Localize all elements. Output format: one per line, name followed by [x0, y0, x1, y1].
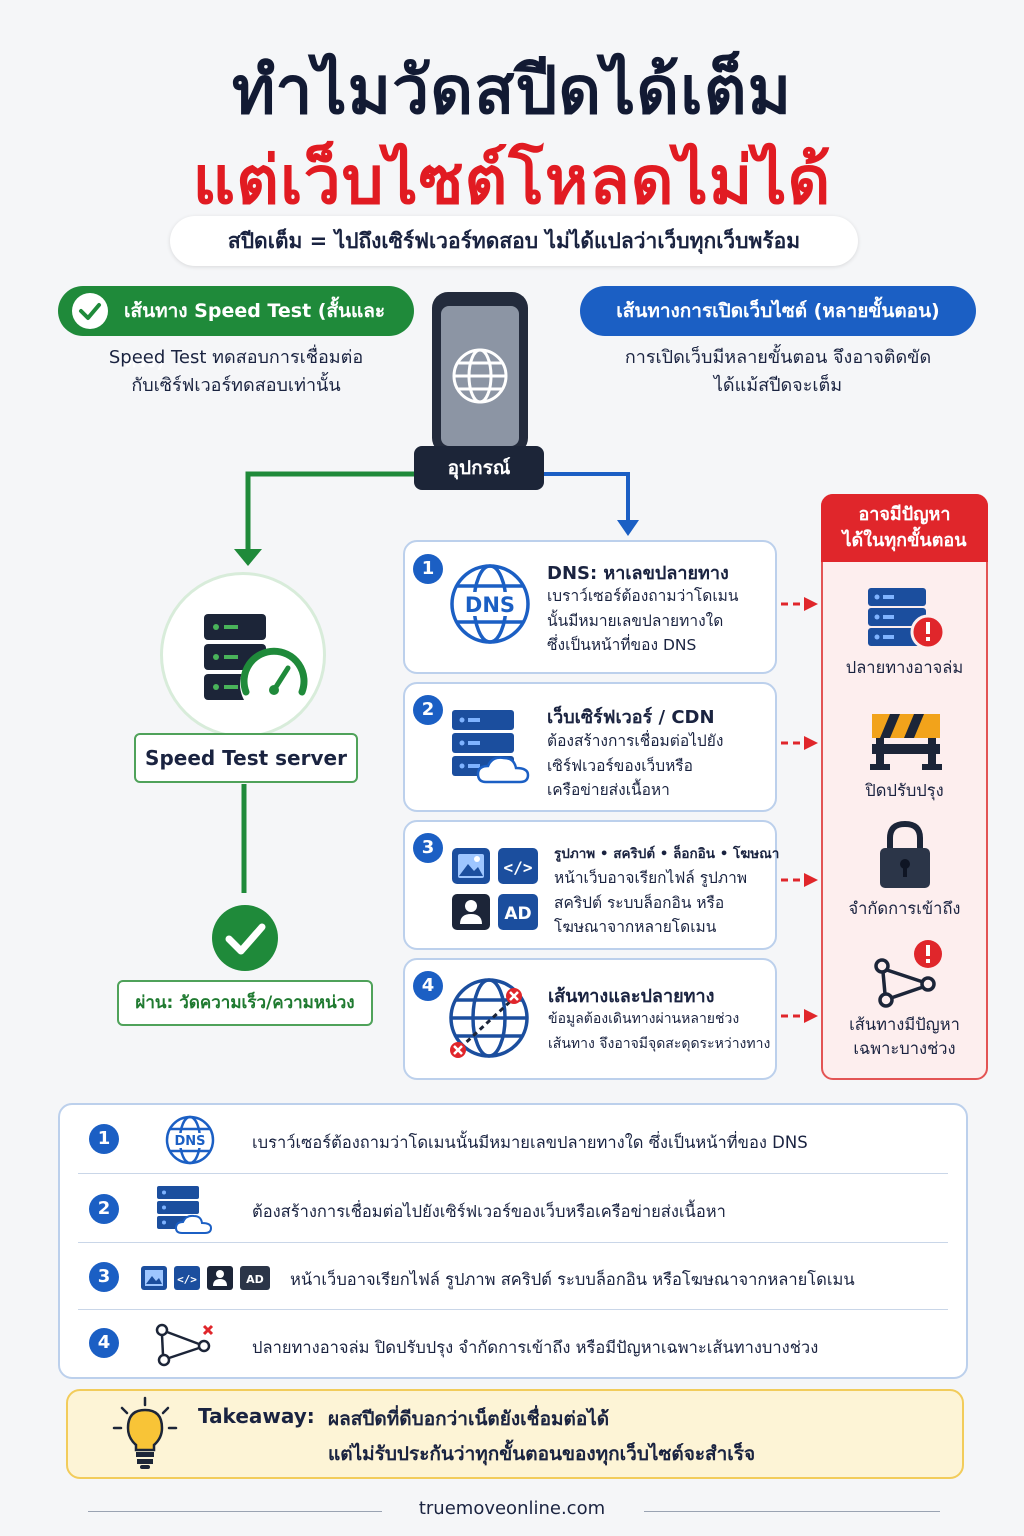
dns-globe-icon: DNS — [165, 1115, 215, 1165]
subtitle: สปีดเต็ม = ไปถึงเซิร์ฟเวอร์ทดสอบ ไม่ได้แ… — [170, 216, 858, 266]
step-title: DNS: หาเลขปลายทาง — [547, 563, 729, 584]
title-line-1: ทำไมวัดสปีดได้เต็ม — [231, 52, 793, 129]
svg-text:DNS: DNS — [174, 1134, 205, 1149]
takeaway-line-1: ผลสปีดที่ดีบอกว่าเน็ตยังเชื่อมต่อได้ — [328, 1408, 610, 1430]
lock-icon — [880, 820, 930, 888]
footer-divider — [644, 1511, 940, 1512]
summary-number: 1 — [89, 1124, 119, 1154]
pass-label: ผ่าน: วัดความเร็ว/ความหน่วง — [117, 980, 373, 1026]
summary-text: หน้าเว็บอาจเรียกไฟล์ รูปภาพ สคริปต์ ระบบ… — [290, 1270, 855, 1289]
pass-check-icon — [212, 905, 278, 971]
website-route-pill: เส้นทางการเปิดเว็บไซต์ (หลายขั้นตอน) — [580, 286, 976, 336]
summary-text: ปลายทางอาจล่ม ปิดปรับปรุง จำกัดการเข้าถึ… — [252, 1338, 819, 1357]
risk-label: เส้นทางมีปัญหาเฉพาะบางช่วง — [849, 1015, 960, 1058]
step-number: 3 — [413, 833, 443, 863]
svg-text:</>: </> — [504, 858, 533, 877]
server-cloud-icon — [157, 1186, 213, 1234]
summary-number: 2 — [89, 1194, 119, 1224]
step-title: รูปภาพ • สคริปต์ • ล็อกอิน • โฆษณา — [554, 846, 780, 862]
website-description: การเปิดเว็บมีหลายขั้นตอน จึงอาจติดขัด ได… — [624, 347, 932, 396]
summary-number: 3 — [89, 1262, 119, 1292]
step-text: เบราว์เซอร์ต้องถามว่าโดเมนนั้นมีหมายเลขป… — [547, 587, 739, 654]
speedtest-route-pill: เส้นทาง Speed Test (สั้นและตรง) — [58, 286, 414, 372]
risk-label: ปิดปรับปรุง — [865, 781, 944, 800]
svg-text:DNS: DNS — [465, 593, 515, 617]
divider — [78, 1309, 948, 1310]
takeaway-label: Takeaway: — [198, 1404, 315, 1428]
risk-label: ปลายทางอาจล่ม — [845, 658, 964, 677]
barrier-icon — [870, 714, 942, 770]
step-text: ต้องสร้างการเชื่อมต่อไปยังเซิร์ฟเวอร์ของ… — [547, 732, 724, 799]
route-globe-icon — [449, 978, 529, 1058]
device-label: อุปกรณ์ — [414, 446, 544, 490]
step-text: ข้อมูลต้องเดินทางผ่านหลายช่วงเส้นทาง จึง… — [548, 1011, 771, 1052]
svg-text:</>: </> — [177, 1273, 197, 1286]
step-number: 1 — [413, 554, 443, 584]
route-error-icon — [874, 940, 942, 1008]
summary-text: เบราว์เซอร์ต้องถามว่าโดเมนนั้นมีหมายเลขป… — [252, 1133, 808, 1152]
step-title: เส้นทางและปลายทาง — [548, 986, 715, 1007]
title-line-2: แต่เว็บไซต์โหลดไม่ได้ — [192, 142, 832, 219]
speedtest-description: Speed Test ทดสอบการเชื่อมต่อ กับเซิร์ฟเว… — [108, 347, 364, 396]
route-error-icon — [155, 1323, 214, 1367]
footer-divider — [88, 1511, 382, 1512]
footer-url[interactable]: truemoveonline.com — [418, 1498, 606, 1519]
speedtest-server-icon — [204, 614, 308, 710]
dns-globe-icon: DNS — [450, 564, 530, 644]
web-resources-icon: </> AD — [141, 1266, 270, 1290]
globe-icon — [452, 348, 508, 404]
svg-text:AD: AD — [246, 1273, 264, 1286]
risk-panel-header: อาจมีปัญหา ได้ในทุกขั้นตอน — [821, 494, 988, 562]
summary-text: ต้องสร้างการเชื่อมต่อไปยังเซิร์ฟเวอร์ของ… — [252, 1202, 726, 1221]
takeaway-box — [66, 1389, 964, 1479]
lightbulb-icon — [112, 1396, 178, 1469]
web-resources-icon: </> AD — [452, 848, 538, 930]
svg-text:AD: AD — [504, 904, 531, 924]
server-cloud-icon — [452, 710, 530, 784]
step-number: 4 — [413, 971, 443, 1001]
summary-number: 4 — [89, 1328, 119, 1358]
step-title: เว็บเซิร์ฟเวอร์ / CDN — [547, 707, 715, 728]
step-number: 2 — [413, 695, 443, 725]
takeaway-line-2: แต่ไม่รับประกันว่าทุกขั้นตอนของทุกเว็บไซ… — [328, 1443, 756, 1465]
server-error-icon — [868, 588, 946, 650]
step-text: หน้าเว็บอาจเรียกไฟล์ รูปภาพสคริปต์ ระบบล… — [554, 869, 748, 936]
check-icon — [72, 293, 108, 329]
risk-label: จำกัดการเข้าถึง — [848, 899, 961, 918]
speedtest-server-label: Speed Test server — [134, 733, 358, 783]
divider — [78, 1173, 948, 1174]
divider — [78, 1242, 948, 1243]
